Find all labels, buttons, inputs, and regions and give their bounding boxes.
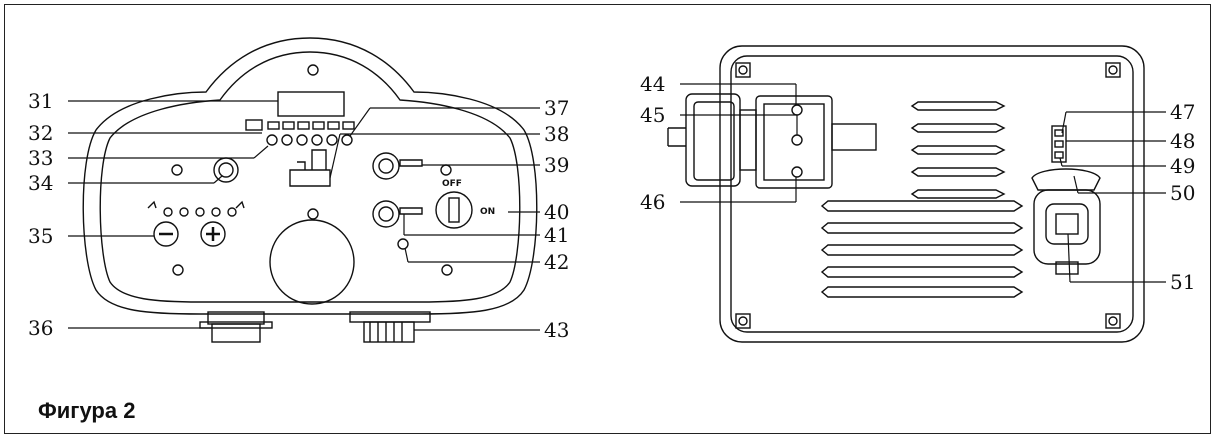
callout-33: 33 bbox=[28, 146, 53, 170]
status-led bbox=[397, 238, 409, 250]
rear-screws bbox=[735, 62, 1121, 329]
callout-44: 44 bbox=[640, 72, 665, 96]
lower-vents bbox=[820, 200, 1024, 298]
upper-vents bbox=[910, 101, 1006, 199]
callout-51: 51 bbox=[1170, 270, 1195, 294]
key-switch bbox=[435, 191, 473, 229]
front-panel-outer bbox=[82, 37, 538, 315]
callout-36: 36 bbox=[28, 316, 53, 340]
indicator-segments bbox=[267, 121, 355, 130]
rear-plate-inner bbox=[730, 55, 1134, 333]
display-screen bbox=[277, 91, 345, 117]
on-label: ON bbox=[480, 207, 495, 217]
port-upper bbox=[372, 152, 400, 180]
callout-42: 42 bbox=[544, 250, 569, 274]
hinged-socket-cover bbox=[667, 93, 877, 189]
callout-34: 34 bbox=[28, 171, 53, 195]
callout-38: 38 bbox=[544, 122, 569, 146]
callout-lines-left bbox=[68, 100, 278, 329]
callout-49: 49 bbox=[1170, 154, 1195, 178]
signal-connector bbox=[1051, 125, 1067, 163]
front-panel-inner bbox=[99, 51, 521, 303]
callout-48: 48 bbox=[1170, 129, 1195, 153]
callout-37: 37 bbox=[544, 96, 569, 120]
callout-39: 39 bbox=[544, 153, 569, 177]
rear-plate-outer bbox=[719, 45, 1145, 343]
off-label: OFF bbox=[442, 179, 462, 189]
rear-panel bbox=[667, 45, 1166, 343]
power-inlet bbox=[1031, 168, 1101, 275]
callout-43: 43 bbox=[544, 318, 569, 342]
callout-31: 31 bbox=[28, 89, 53, 113]
plus-button bbox=[200, 221, 226, 247]
battery-icon bbox=[245, 119, 263, 131]
callout-35: 35 bbox=[28, 224, 53, 248]
minus-button bbox=[153, 221, 179, 247]
front-panel bbox=[68, 37, 540, 343]
figure-caption: Фигура 2 bbox=[38, 398, 136, 423]
panel-screws bbox=[171, 64, 453, 276]
callout-45: 45 bbox=[640, 103, 665, 127]
callout-40: 40 bbox=[544, 200, 569, 224]
toggle-switch bbox=[289, 149, 331, 187]
callout-lines-right bbox=[329, 107, 540, 331]
figure-frame bbox=[4, 4, 1211, 434]
port-lower bbox=[372, 200, 400, 228]
level-indicator bbox=[147, 200, 245, 217]
bottom-connector-left bbox=[199, 311, 273, 343]
callout-32: 32 bbox=[28, 121, 53, 145]
bottom-connector-right bbox=[349, 311, 431, 343]
callout-50: 50 bbox=[1170, 181, 1195, 205]
function-button bbox=[213, 157, 239, 183]
rear-callout-lines bbox=[680, 83, 1166, 283]
callout-46: 46 bbox=[640, 190, 665, 214]
indicator-leds bbox=[266, 134, 353, 146]
callout-47: 47 bbox=[1170, 100, 1195, 124]
central-port bbox=[269, 219, 355, 305]
callout-41: 41 bbox=[544, 223, 569, 247]
